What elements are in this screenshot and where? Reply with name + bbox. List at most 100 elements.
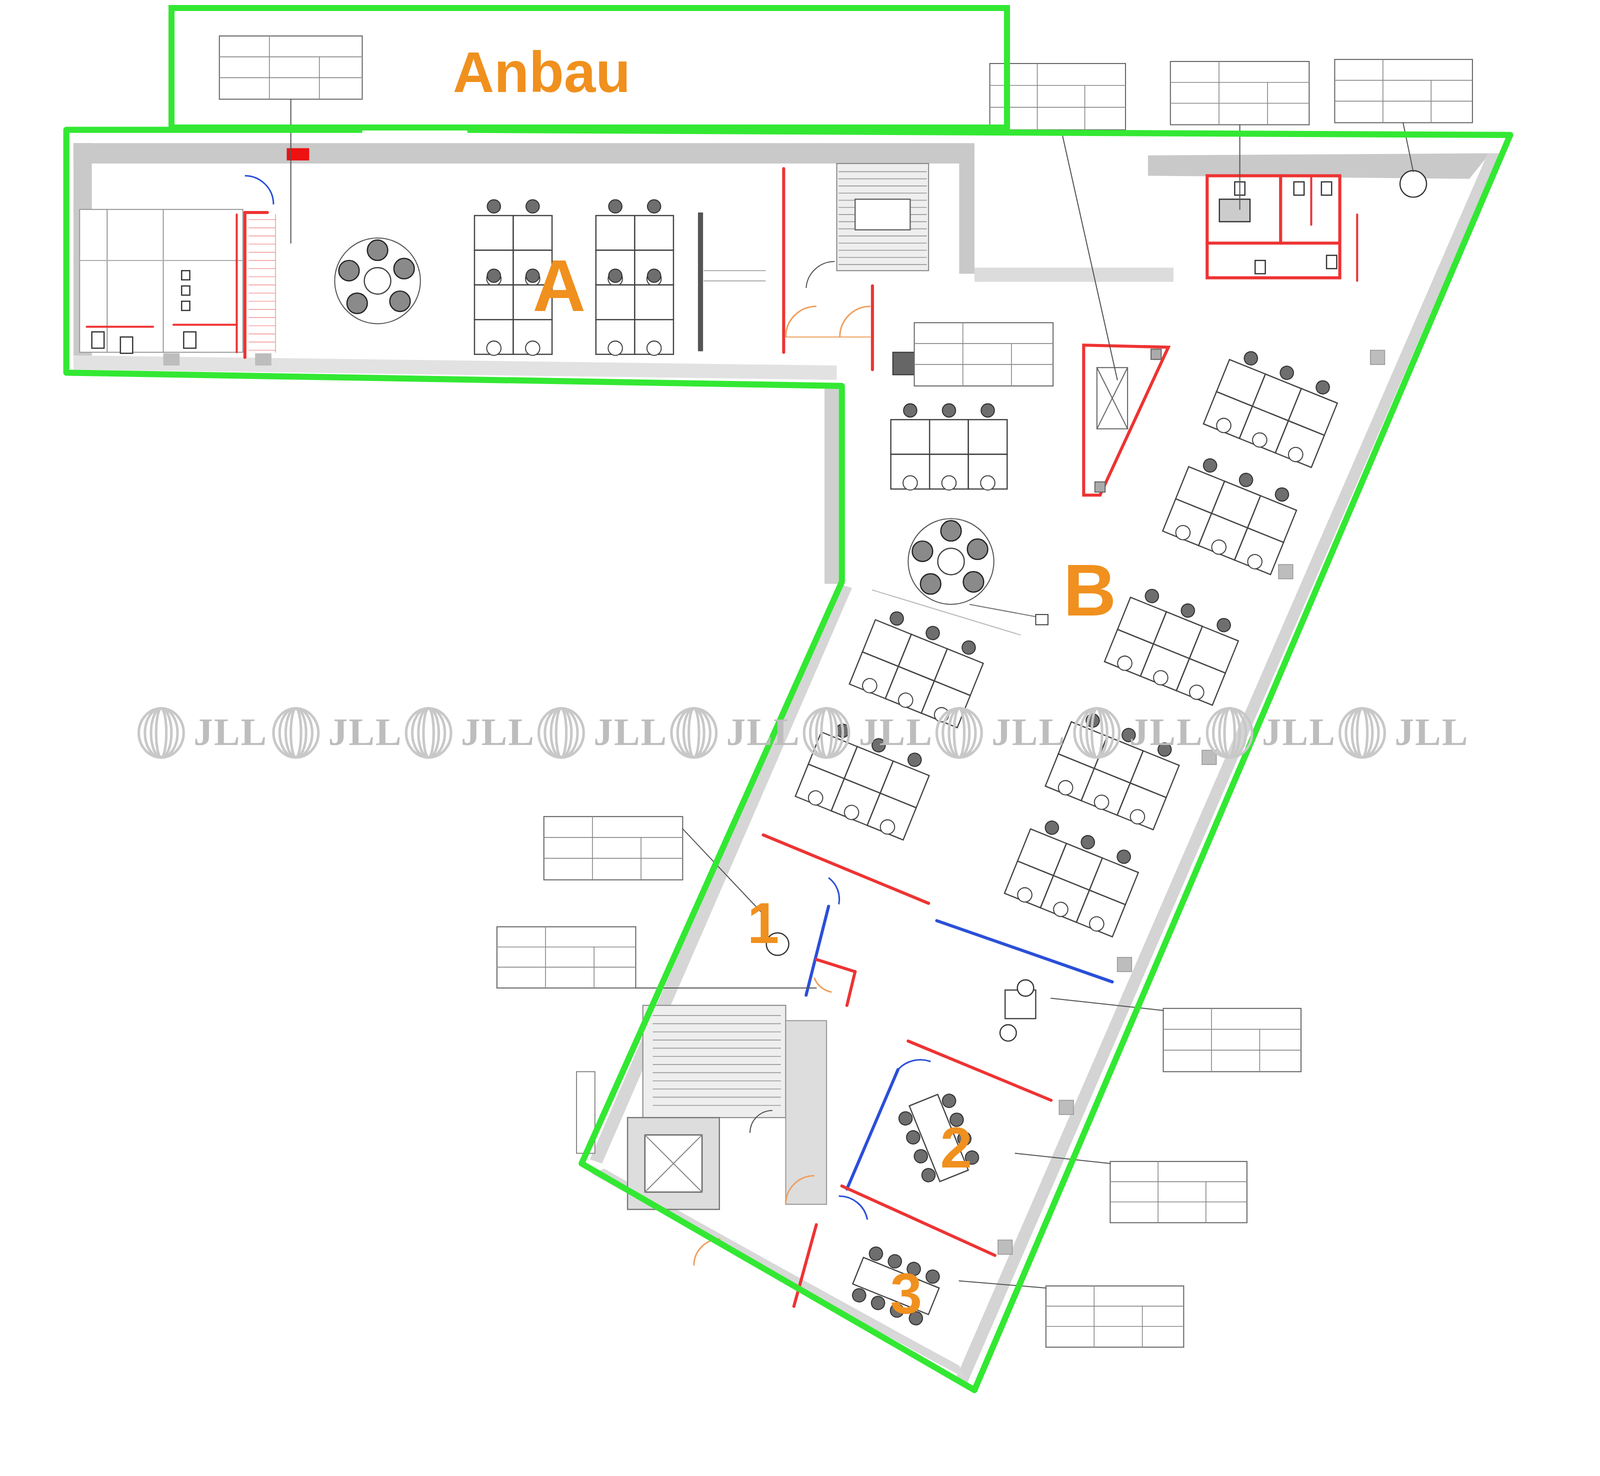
person-symbol bbox=[1286, 445, 1305, 464]
logo-ring bbox=[139, 708, 184, 758]
logo-ring bbox=[151, 708, 172, 758]
stair-step bbox=[653, 1072, 781, 1074]
chair bbox=[608, 199, 622, 213]
round-table bbox=[334, 238, 420, 324]
round-table bbox=[908, 518, 994, 604]
watermark-logo bbox=[671, 708, 717, 758]
room-tag-rule bbox=[1110, 1201, 1247, 1203]
red-wall bbox=[782, 168, 785, 352]
chair bbox=[1179, 602, 1197, 620]
chair bbox=[897, 1110, 915, 1128]
wall bbox=[775, 143, 975, 274]
logo-ring bbox=[412, 708, 445, 758]
red-wall bbox=[1207, 241, 1281, 245]
logo-ring bbox=[810, 708, 843, 758]
logo-ring bbox=[423, 708, 434, 758]
chair bbox=[960, 639, 978, 657]
room-tag-rule bbox=[1334, 101, 1473, 102]
logo-ring bbox=[689, 708, 699, 758]
person-symbol bbox=[1056, 778, 1075, 797]
table-area bbox=[908, 518, 994, 604]
table bbox=[938, 548, 965, 575]
chair bbox=[1215, 616, 1233, 634]
chair bbox=[647, 269, 661, 283]
toilet bbox=[1255, 260, 1265, 274]
desk bbox=[474, 285, 514, 320]
room-tag-rule bbox=[592, 816, 593, 880]
door-swing bbox=[245, 176, 274, 205]
room-tag-box bbox=[1110, 1161, 1247, 1223]
logo-ring bbox=[683, 708, 704, 758]
urinal bbox=[181, 286, 190, 295]
desk-cluster bbox=[596, 199, 674, 286]
chair bbox=[487, 269, 501, 283]
person-symbol bbox=[1017, 980, 1034, 997]
person-symbol bbox=[1051, 900, 1070, 919]
door-swing bbox=[828, 878, 839, 905]
wc-block bbox=[79, 209, 243, 353]
hatch bbox=[249, 325, 276, 327]
desk-cluster bbox=[1203, 345, 1343, 469]
chair bbox=[1201, 457, 1219, 475]
stair-step bbox=[653, 1097, 781, 1098]
logo-ring bbox=[1340, 708, 1385, 758]
desk bbox=[513, 215, 553, 250]
door-swing bbox=[785, 306, 870, 337]
room-tag-rule bbox=[219, 56, 363, 58]
chair bbox=[1314, 378, 1332, 396]
person-symbol bbox=[608, 341, 623, 356]
red-wall bbox=[871, 286, 874, 370]
person-symbol bbox=[1209, 538, 1228, 557]
hatch bbox=[249, 350, 276, 351]
red-marker bbox=[286, 148, 309, 160]
chair bbox=[903, 404, 917, 418]
leader-line bbox=[1239, 124, 1241, 209]
hatch bbox=[249, 284, 276, 286]
stair-step bbox=[839, 178, 927, 180]
door-swing bbox=[814, 978, 832, 993]
person-symbol bbox=[486, 341, 501, 356]
room-tag-box bbox=[1163, 1008, 1302, 1072]
room-tag-rule bbox=[545, 927, 546, 988]
wall bbox=[73, 143, 776, 164]
logo-ring bbox=[1086, 708, 1107, 758]
chair bbox=[924, 1268, 942, 1286]
chair bbox=[942, 404, 956, 418]
door-swing bbox=[839, 1196, 868, 1220]
logo-ring bbox=[1219, 708, 1240, 758]
room-tag bbox=[1110, 1161, 1247, 1223]
room-tag-rule bbox=[1011, 343, 1012, 386]
area-title: Anbau bbox=[453, 44, 631, 101]
desk bbox=[891, 419, 930, 454]
red-wall bbox=[243, 212, 247, 358]
toilet bbox=[1294, 182, 1304, 196]
chair bbox=[869, 1294, 887, 1312]
person-symbol bbox=[842, 803, 861, 822]
room-tag-rule bbox=[640, 837, 642, 880]
shaft bbox=[1083, 345, 1168, 495]
leader-line bbox=[959, 1281, 1046, 1288]
stair-eye bbox=[855, 199, 910, 230]
stair-step bbox=[653, 1080, 781, 1082]
room-tag-rule bbox=[497, 967, 636, 968]
logo-ring bbox=[1346, 708, 1379, 758]
room-tag bbox=[544, 816, 683, 880]
room-tag-rule bbox=[593, 947, 595, 988]
lounge-chair bbox=[347, 293, 368, 314]
room-tag-rule bbox=[1084, 85, 1086, 130]
person-symbol bbox=[525, 341, 540, 356]
person-symbol bbox=[896, 691, 915, 710]
desk bbox=[968, 419, 1008, 454]
red-wall bbox=[1280, 241, 1339, 245]
person-symbol bbox=[1000, 1024, 1017, 1041]
blue-glass-wall bbox=[806, 906, 829, 996]
room-tag-box bbox=[1046, 1286, 1184, 1347]
person-symbol bbox=[806, 788, 825, 807]
elevator-cross bbox=[645, 1135, 702, 1192]
logo-ring bbox=[539, 708, 584, 758]
person-symbol bbox=[878, 817, 897, 836]
logo-ring bbox=[1224, 708, 1235, 758]
logo-ring bbox=[943, 708, 976, 758]
logo-ring bbox=[145, 708, 178, 758]
room-tag-rule bbox=[1163, 1029, 1302, 1030]
